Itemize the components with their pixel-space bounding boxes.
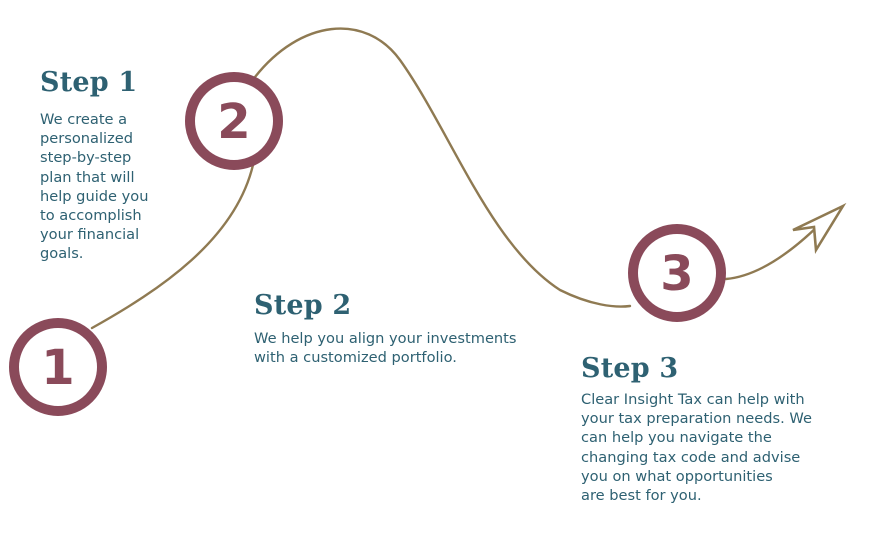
description-line: plan that will [40, 168, 135, 186]
step-number: 2 [217, 94, 250, 150]
description-line: can help you navigate the [581, 429, 772, 447]
step-marker-1: 1 [9, 318, 107, 416]
step-circle [185, 72, 283, 170]
description-line: changing tax code and advise [581, 448, 801, 466]
step-circle [628, 224, 726, 322]
step-3-title: Step 3 [581, 353, 679, 384]
description-line: goals. [40, 245, 84, 263]
step-1-description: We create a personalized step-by-step pl… [40, 110, 148, 264]
step-number: 3 [660, 246, 693, 302]
arrow-head-icon [792, 202, 847, 255]
description-line: We help you align your investments [254, 330, 517, 347]
description-line: Clear Insight Tax can help with [581, 391, 805, 408]
step-2-title: Step 2 [254, 290, 352, 321]
description-line: with a customized portfolio. [254, 349, 457, 367]
description-line: your tax preparation needs. We [581, 410, 812, 428]
description-line: you on what opportunities [581, 467, 773, 485]
step-number: 1 [41, 340, 74, 396]
description-line: help guide you [40, 187, 149, 205]
step-1-title: Step 1 [40, 67, 138, 98]
description-line: We create a [40, 111, 128, 128]
journey-path [253, 27, 632, 308]
step-marker-3: 3 [628, 224, 726, 322]
step-circle [9, 318, 107, 416]
description-line: step-by-step [40, 149, 132, 167]
description-line: are best for you. [581, 487, 702, 505]
description-line: to accomplish [40, 207, 142, 225]
step-marker-2: 2 [185, 72, 283, 170]
description-line: your financial [40, 226, 140, 244]
description-line: personalized [40, 130, 133, 148]
step-3-description: Clear Insight Tax can help with your tax… [581, 390, 812, 505]
step-2-description: We help you align your investments with … [254, 329, 517, 367]
journey-path [90, 163, 255, 330]
